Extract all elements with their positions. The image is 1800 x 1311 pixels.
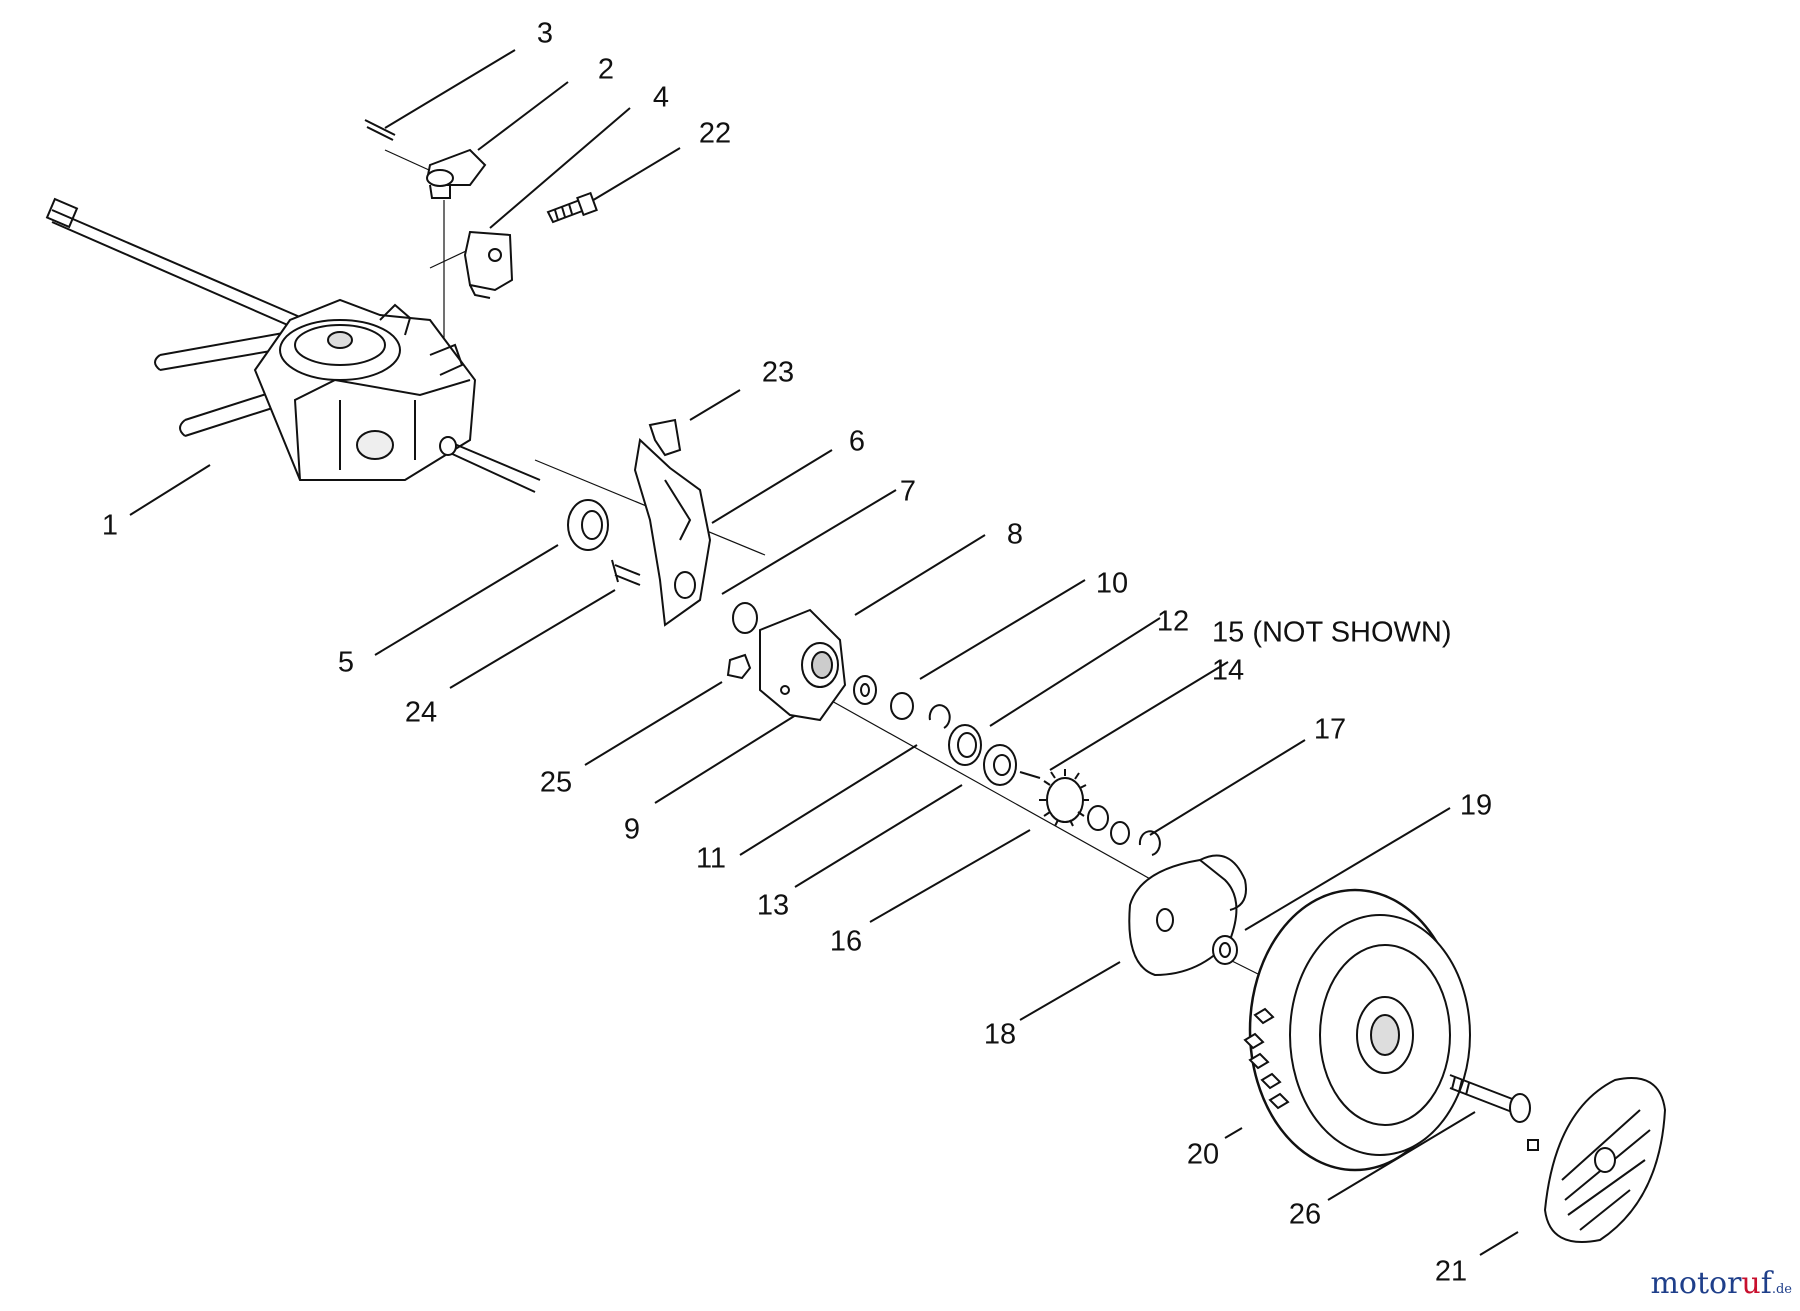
part-10-washer [890,692,914,720]
part-20-wheel [1243,888,1471,1172]
callout-15-not-shown: 15 (NOT SHOWN) [1212,616,1452,649]
callout-19: 19 [1459,789,1493,822]
transmission-housing [253,298,541,493]
callout-2: 2 [597,53,615,86]
part-17-clip [1138,830,1161,856]
part-7-oring [732,602,758,634]
part-2-cam [426,148,487,199]
callout-7: 7 [899,475,917,508]
part-21-hubcap [1543,1077,1667,1243]
part-13-bearing [983,744,1017,786]
callout-5: 5 [337,646,355,679]
callout-14: 14 [1211,654,1245,687]
leader-lines [129,49,1519,1256]
callout-23: 23 [761,356,795,389]
watermark-logo: motoruf.de [1650,1266,1792,1301]
callout-10: 10 [1095,567,1129,600]
part-5-washer [567,499,609,551]
callout-17: 17 [1313,713,1347,746]
callout-22: 22 [698,117,732,150]
part-14-pin [1019,771,1041,779]
callout-4: 4 [652,81,670,114]
part-26-axle-bolt [1449,1074,1539,1151]
part-4-bracket [463,230,514,299]
part-8-housing [759,608,847,722]
callout-8: 8 [1006,518,1024,551]
callout-21: 21 [1434,1255,1468,1288]
callout-1: 1 [101,509,119,542]
callout-3: 3 [536,17,554,50]
part-22-bolt [546,191,598,224]
part-24-screw [611,559,641,586]
part-11-clip [928,704,951,729]
callout-24: 24 [404,696,438,729]
callout-18: 18 [983,1018,1017,1051]
part-9-washer [853,675,877,705]
callout-12: 12 [1156,605,1190,638]
part-23-clip [648,418,682,457]
part-19-washer [1212,935,1238,965]
callout-26: 26 [1288,1198,1322,1231]
drive-shaft [45,197,331,341]
part-18-cover [1128,854,1247,977]
callout-13: 13 [756,889,790,922]
callout-9: 9 [623,813,641,846]
part-3-pin [364,119,396,141]
part-16-pinion [1039,769,1089,827]
callout-25: 25 [539,766,573,799]
callout-6: 6 [848,425,866,458]
center-lines [384,149,1291,991]
part-25-nut [726,653,752,680]
callout-11: 11 [695,842,727,875]
callout-20: 20 [1186,1138,1220,1171]
callout-16: 16 [829,925,863,958]
part-6-plate [633,437,712,627]
